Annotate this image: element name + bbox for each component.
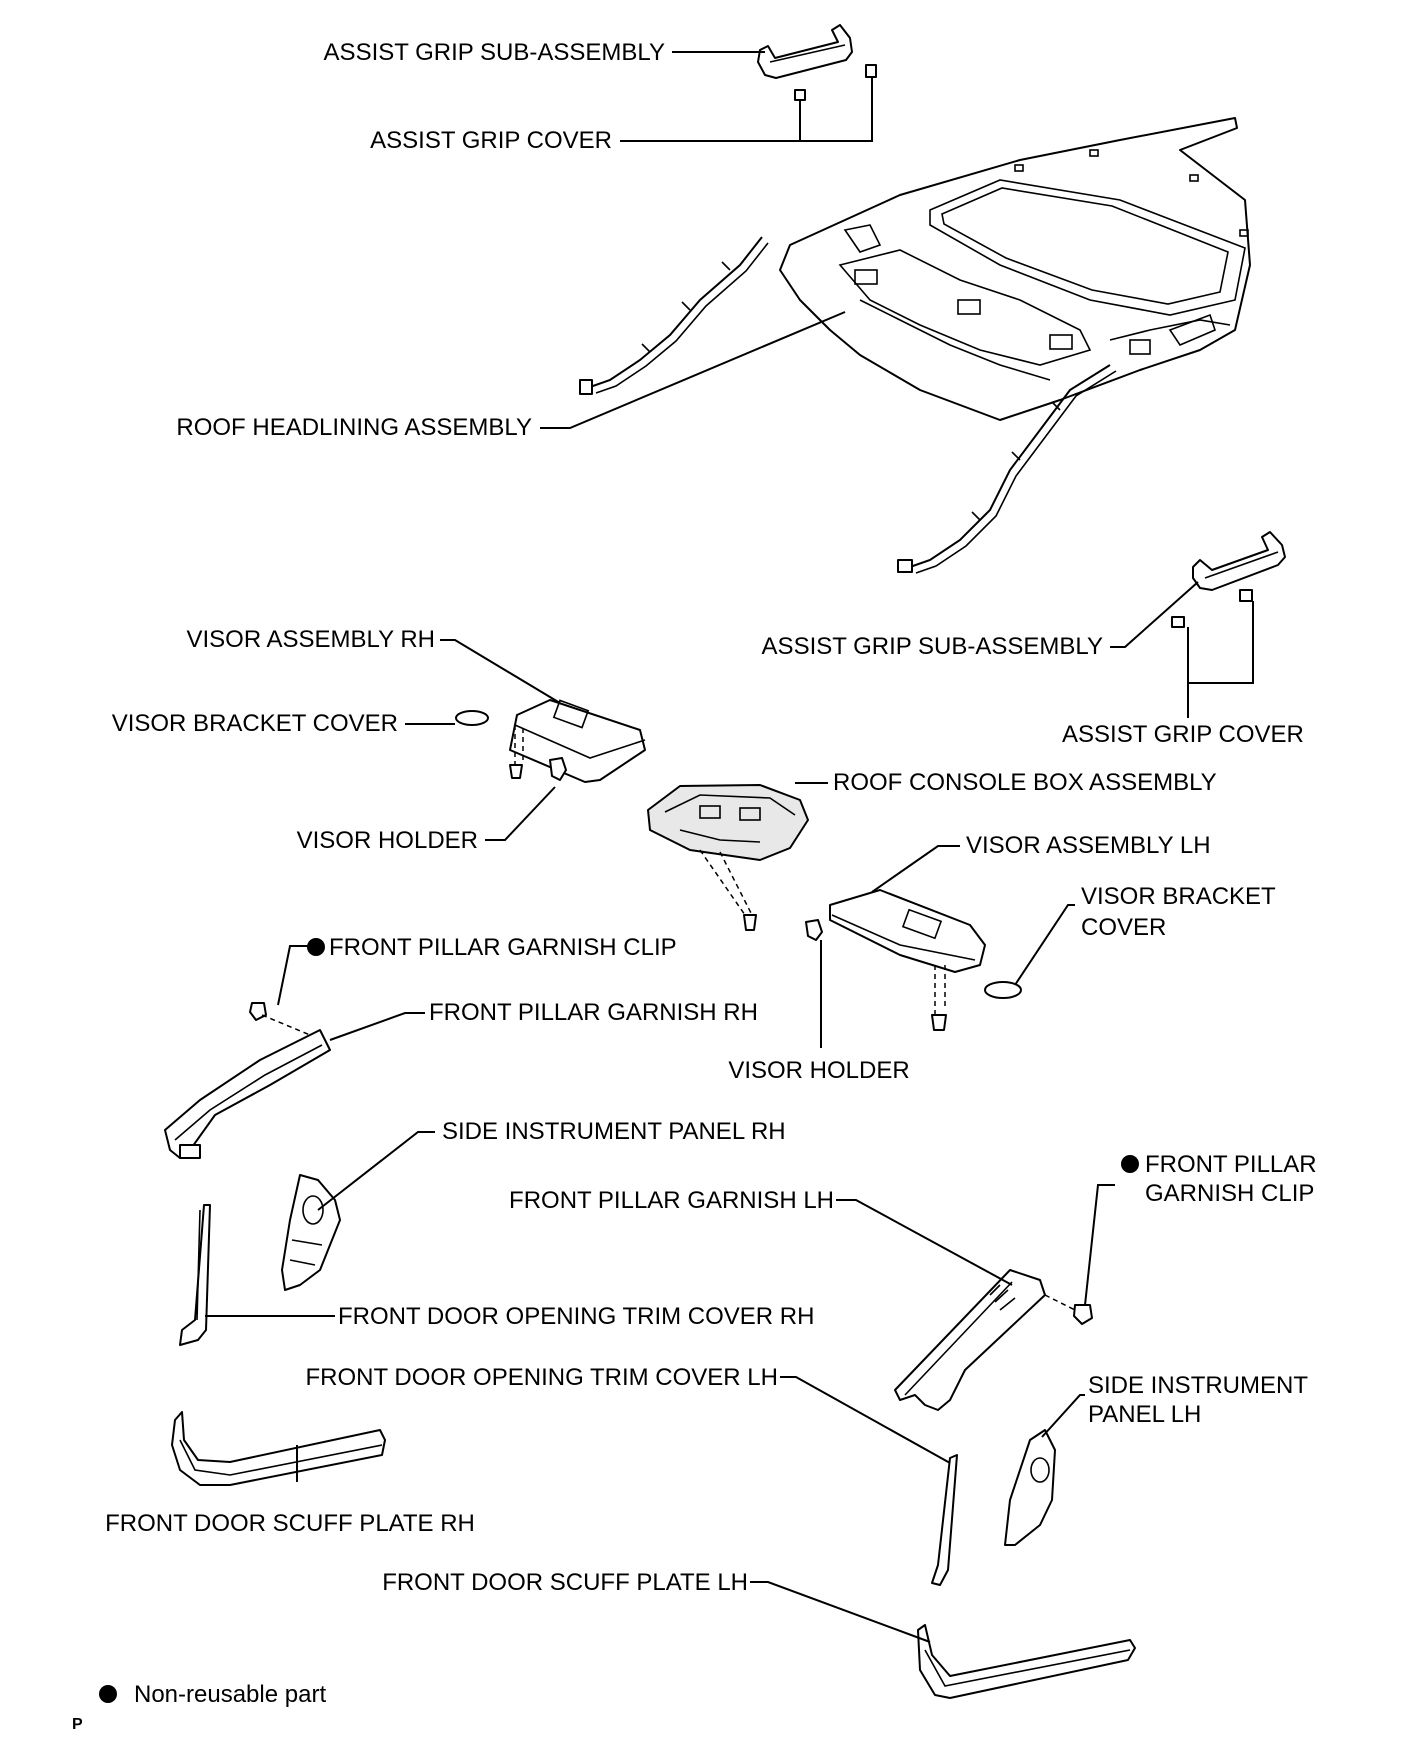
label-front-pillar-garnish-lh: FRONT PILLAR GARNISH LH <box>509 1187 834 1214</box>
label-side-instrument-panel-lh-line2: PANEL LH <box>1088 1401 1201 1428</box>
front-door-scuff-plate-lh-drawing <box>917 1624 1136 1699</box>
label-front-pillar-garnish-clip-lh: FRONT PILLAR GARNISH CLIP <box>1145 1151 1323 1207</box>
side-instrument-panel-lh-drawing <box>1004 1429 1056 1546</box>
roof-console-box-drawing <box>647 784 809 931</box>
label-assist-grip-sub-assembly-right: ASSIST GRIP SUB-ASSEMBLY <box>762 633 1103 660</box>
label-front-door-scuff-plate-rh: FRONT DOOR SCUFF PLATE RH <box>105 1510 475 1537</box>
label-assist-grip-sub-assembly-top: ASSIST GRIP SUB-ASSEMBLY <box>324 39 665 66</box>
visor-rh-drawing <box>455 699 646 783</box>
label-front-pillar-garnish-clip-rh: FRONT PILLAR GARNISH CLIP <box>329 934 677 961</box>
legend-marker <box>99 1685 117 1703</box>
leader-lines <box>205 51 1254 1643</box>
label-front-door-scuff-plate-lh: FRONT DOOR SCUFF PLATE LH <box>382 1569 748 1596</box>
label-front-door-opening-trim-cover-lh: FRONT DOOR OPENING TRIM COVER LH <box>306 1364 779 1391</box>
label-visor-bracket-cover-lh: VISOR BRACKET COVER <box>1081 883 1282 941</box>
label-roof-headlining-assembly: ROOF HEADLINING ASSEMBLY <box>176 414 532 441</box>
assist-grip-top-drawing <box>757 24 877 101</box>
label-assist-grip-cover-right: ASSIST GRIP COVER <box>1062 721 1304 748</box>
label-side-instrument-panel-lh-line1: SIDE INSTRUMENT <box>1088 1372 1308 1399</box>
label-visor-holder-rh: VISOR HOLDER <box>297 827 478 854</box>
non-reusable-marker-lh-clip <box>1121 1155 1139 1173</box>
front-pillar-garnish-rh-drawing <box>164 1002 331 1159</box>
label-visor-assembly-lh: VISOR ASSEMBLY LH <box>966 832 1211 859</box>
label-visor-bracket-cover-lh-line2: COVER <box>1081 914 1166 941</box>
corner-code: P <box>72 1716 83 1733</box>
assist-grip-right-drawing <box>1171 531 1286 628</box>
label-roof-console-box-assembly: ROOF CONSOLE BOX ASSEMBLY <box>833 769 1217 796</box>
side-instrument-panel-rh-drawing <box>281 1174 341 1291</box>
label-visor-holder-lh: VISOR HOLDER <box>728 1057 909 1084</box>
label-visor-assembly-rh: VISOR ASSEMBLY RH <box>186 626 435 653</box>
label-side-instrument-panel-lh: SIDE INSTRUMENT PANEL LH <box>1088 1372 1314 1428</box>
front-door-scuff-plate-rh-drawing <box>171 1411 386 1486</box>
label-side-instrument-panel-rh: SIDE INSTRUMENT PANEL RH <box>442 1118 786 1145</box>
front-door-opening-trim-cover-rh-drawing <box>179 1204 211 1346</box>
visor-lh-drawing <box>805 889 1022 1031</box>
legend: Non-reusable part <box>99 1681 326 1708</box>
label-front-pillar-garnish-rh: FRONT PILLAR GARNISH RH <box>429 999 758 1026</box>
label-visor-bracket-cover-rh: VISOR BRACKET COVER <box>112 710 398 737</box>
label-assist-grip-cover-top: ASSIST GRIP COVER <box>370 127 612 154</box>
label-visor-bracket-cover-lh-line1: VISOR BRACKET <box>1081 883 1276 910</box>
roof-headlining-drawing <box>579 117 1251 574</box>
front-pillar-garnish-lh-drawing <box>894 1269 1093 1411</box>
non-reusable-marker-rh-clip <box>307 938 325 956</box>
label-front-door-opening-trim-cover-rh: FRONT DOOR OPENING TRIM COVER RH <box>338 1303 814 1330</box>
front-door-opening-trim-cover-lh-drawing <box>931 1454 958 1586</box>
legend-text: Non-reusable part <box>134 1681 326 1708</box>
label-front-pillar-garnish-clip-lh-line1: FRONT PILLAR <box>1145 1151 1317 1178</box>
label-front-pillar-garnish-clip-lh-line2: GARNISH CLIP <box>1145 1180 1314 1207</box>
